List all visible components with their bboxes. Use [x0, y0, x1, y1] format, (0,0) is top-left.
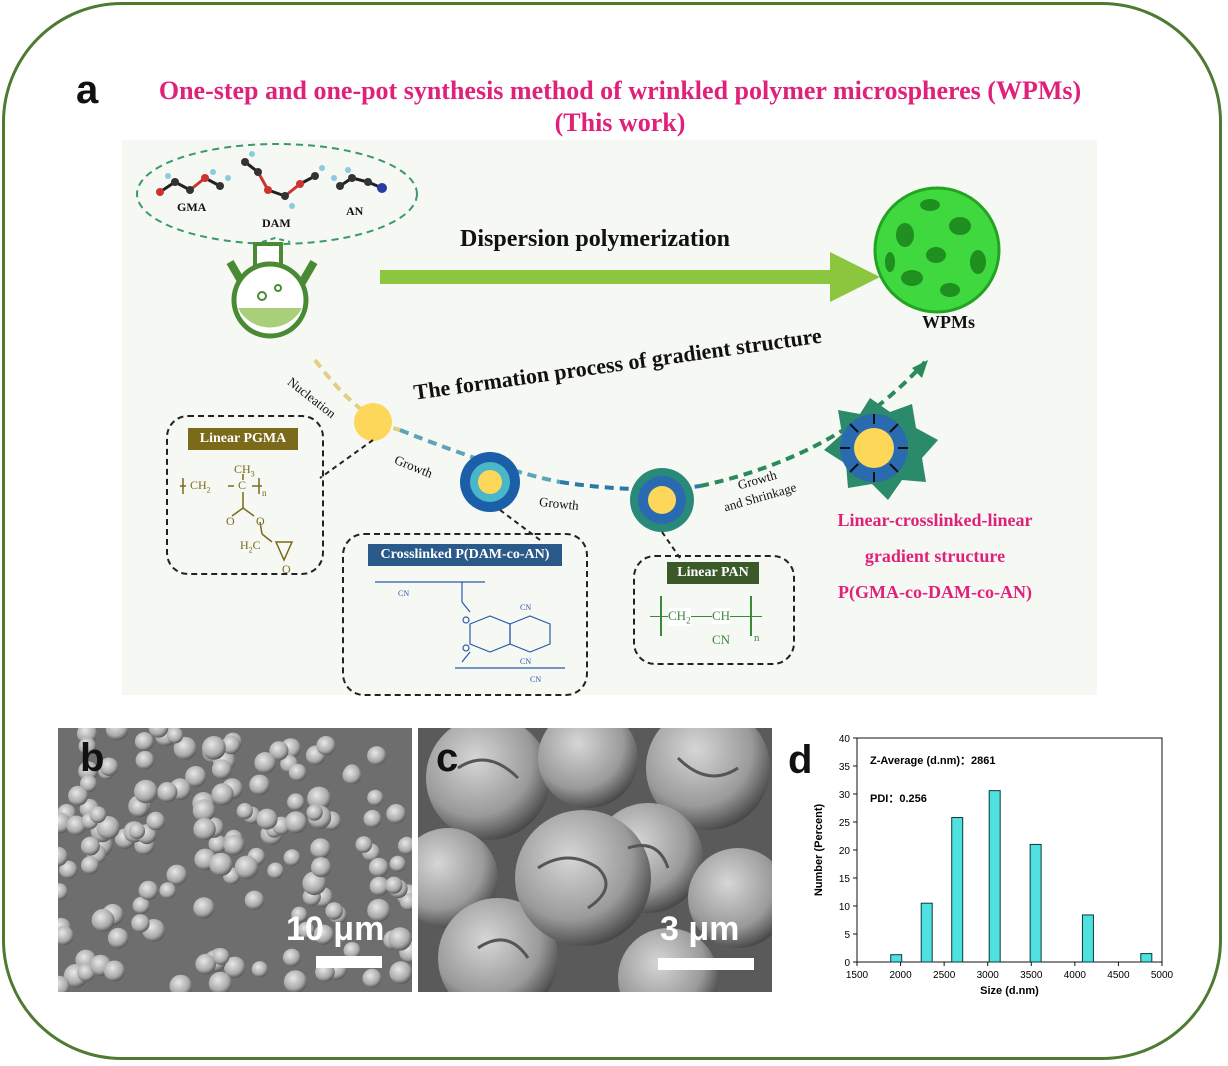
gradient-text-line3: P(GMA-co-DAM-co-AN): [838, 582, 1032, 602]
wpm-sphere-icon: [873, 186, 1001, 314]
y-tick-label: 35: [839, 762, 851, 773]
pgma-box: [166, 415, 324, 575]
size-distribution-chart: 1500 2000 2500 3000 3500 4000 4500 5000 0 5 10 15 2…: [813, 734, 1174, 997]
crosslinked-structure: CN CN CN CN: [375, 581, 565, 684]
panel-b-scale-bar: [316, 956, 382, 968]
panel-d-letter: d: [788, 738, 813, 782]
pdi-annotation: PDI：0.256: [870, 793, 927, 805]
histogram-bar: [920, 902, 933, 963]
x-tick-label: 2500: [933, 970, 956, 981]
nucleation-path: [313, 358, 401, 432]
y-tick-label: 25: [839, 818, 851, 829]
wpms-label: WPMs: [922, 312, 975, 332]
an-molecule-icon: [331, 167, 387, 193]
panel-a-letter: a: [76, 68, 99, 112]
pgma-tag: Linear PGMA: [188, 428, 298, 450]
panel-b-letter: b: [80, 736, 105, 780]
svg-text:CN: CN: [520, 657, 531, 666]
an-label: AN: [346, 204, 364, 218]
panel-a-title-line1: One-step and one-pot synthesis method of…: [158, 76, 1082, 105]
histogram-bar: [890, 954, 903, 963]
panel-c-scale-bar: [658, 958, 754, 970]
x-tick-label: 3500: [1020, 970, 1043, 981]
wrinkled-particle: [824, 398, 938, 500]
flask-icon: [226, 242, 318, 339]
crosslinked-box: [342, 533, 588, 696]
svg-text:CN: CN: [398, 589, 409, 598]
panel-c-sem-image: c 3 μm: [418, 728, 772, 992]
y-tick-label: 40: [839, 734, 851, 745]
y-tick-label: 20: [839, 846, 851, 857]
histogram-bar: [988, 790, 1001, 963]
dispersion-arrow: [380, 252, 880, 302]
x-tick-label: 1500: [846, 970, 869, 981]
x-tick-label: 4500: [1107, 970, 1130, 981]
panel-b-scale-label: 10 μm: [286, 910, 385, 948]
y-tick-label: 15: [839, 874, 851, 885]
x-tick-label: 5000: [1151, 970, 1174, 981]
y-tick-label: 10: [839, 902, 851, 913]
y-tick-label: 0: [844, 958, 850, 969]
plot-area: [856, 737, 1163, 963]
histogram-bar: [951, 817, 964, 963]
dispersion-polymerization-label: Dispersion polymerization: [460, 226, 730, 252]
gma-label: GMA: [177, 200, 207, 214]
panel-b-sem-image: b 10 μm: [58, 728, 412, 992]
svg-text:CN: CN: [530, 675, 541, 684]
x-tick-label: 3000: [977, 970, 1000, 981]
histogram-bar: [1140, 953, 1153, 963]
nucleus-particle: [354, 403, 392, 441]
pan-formula: CH2 CH CN n: [650, 596, 790, 652]
histogram-bar: [1081, 914, 1094, 963]
panel-c-letter: c: [436, 736, 459, 780]
x-axis-label: Size (d.nm): [980, 985, 1039, 997]
gradient-text-line2: gradient structure: [864, 546, 1006, 566]
svg-text:CN: CN: [520, 603, 531, 612]
y-tick-label: 30: [839, 790, 851, 801]
y-axis-label: Number (Percent): [813, 804, 825, 897]
y-tick-label: 5: [844, 930, 850, 941]
gradient-text-line1: Linear-crosslinked-linear: [837, 510, 1033, 530]
growth-particle-1: [460, 452, 520, 512]
z-average-annotation: Z-Average (d.nm)：2861: [870, 755, 996, 767]
pan-box: [633, 555, 795, 665]
histogram-bar: [1029, 843, 1042, 963]
crosslinked-tag: Crosslinked P(DAM-co-AN): [368, 544, 562, 566]
sem-particles-c: [418, 728, 772, 992]
gma-molecule-icon: [156, 169, 231, 196]
dam-label: DAM: [262, 216, 291, 230]
growth-particle-2: [630, 468, 694, 532]
pan-tag: Linear PAN: [667, 562, 759, 584]
panel-a-title-line2: (This work): [554, 108, 686, 137]
pgma-structure: [180, 474, 294, 562]
sem-particles-b: [58, 728, 412, 992]
panel-c-scale-label: 3 μm: [660, 910, 740, 948]
x-tick-label: 2000: [889, 970, 912, 981]
x-tick-label: 4000: [1064, 970, 1087, 981]
dam-molecule-icon: [241, 151, 325, 209]
